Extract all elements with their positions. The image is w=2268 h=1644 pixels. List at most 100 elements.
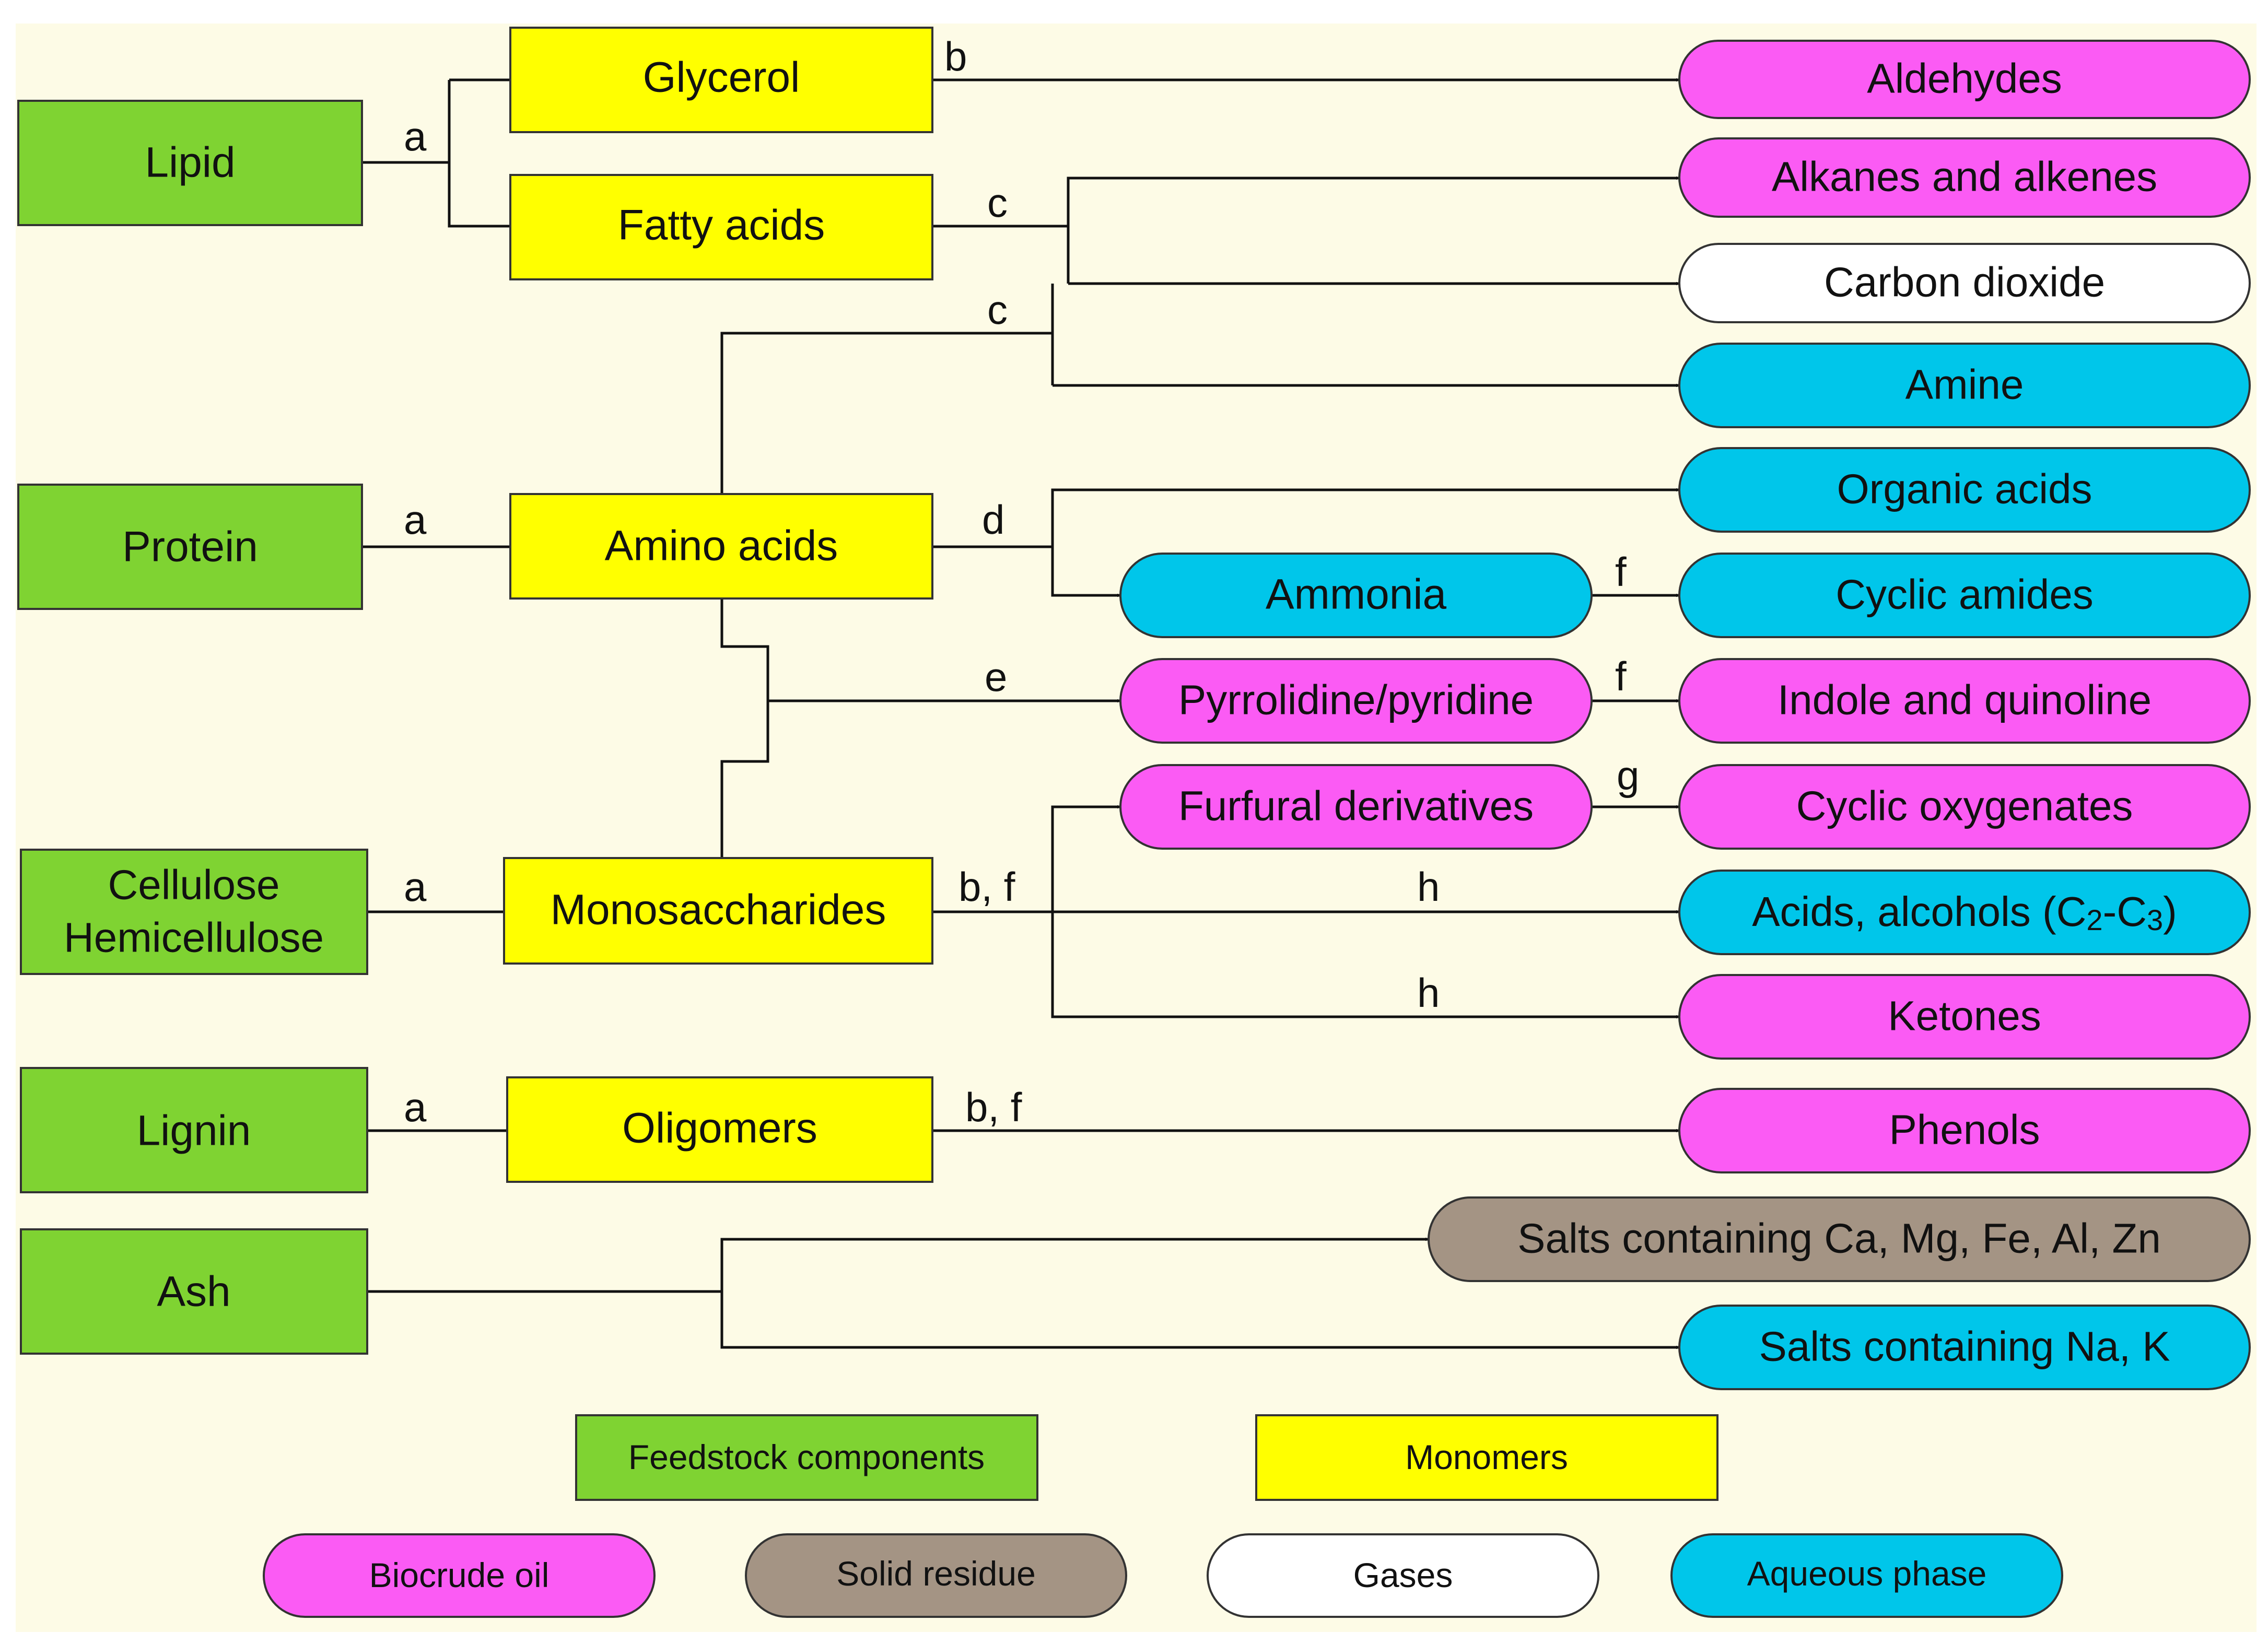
monomer-fatty-acids-label: Fatty acids [618,202,825,249]
edge-label-lipid: a [404,113,427,159]
monomer-glycerol: Glycerol [509,27,933,133]
product-acids-alcohols-label: Acids, alcohols (C2-C3) [1752,888,2177,936]
feedstock-protein: Protein [17,484,363,610]
legend-solid: Solid residue [745,1533,1127,1618]
monomer-amino-acids: Amino acids [509,493,933,600]
product-carbon-dioxide: Carbon dioxide [1678,243,2251,323]
connector-amino-up [720,332,1053,494]
intermediate-pyrrolidine-pill [1119,658,1593,744]
product-salts-ca-pill [1428,1196,2251,1282]
product-alkanes-label: Alkanes and alkenes [1772,154,2157,200]
edge-label-lignin: a [404,1084,427,1130]
legend-monomers-label: Monomers [1405,1438,1568,1476]
intermediate-furfural: Furfural derivatives [1119,764,1593,850]
legend-solid-swatch [745,1533,1127,1618]
product-cyclic-amides-label: Cyclic amides [1836,571,2093,618]
edge-label-amino-d: d [982,497,1004,543]
feedstock-cellulose-box [20,849,368,975]
feedstock-protein-label: Protein [122,523,258,571]
product-ketones: Ketones [1678,974,2251,1060]
intermediate-ammonia-pill [1119,553,1593,638]
product-organic-acids: Organic acids [1678,447,2251,533]
product-alkanes: Alkanes and alkenes [1678,137,2251,218]
feedstock-ash-label: Ash [157,1268,230,1316]
monomer-monosaccharides-label: Monosaccharides [551,886,886,934]
arrow-fatty-acids-to-alkanes [1067,178,1679,284]
arrow-lipid-to-fatty-acids [448,162,515,226]
edge-label-monosaccharides: b, f [958,864,1015,910]
intermediate-ammonia-label: Ammonia [1266,571,1447,618]
feedstock-cellulose: Cellulose Hemicellulose [20,849,368,975]
feedstock-lipid-label: Lipid [145,139,235,186]
product-salts-ca: Salts containing Ca, Mg, Fe, Al, Zn [1428,1196,2251,1282]
monomer-glycerol-label: Glycerol [643,54,800,101]
edge-label-pyrrolidine: f [1615,653,1627,699]
product-phenols-label: Phenols [1889,1107,2040,1153]
product-indole-pill [1678,658,2251,744]
product-aldehydes-label: Aldehydes [1867,55,2062,102]
feedstock-lignin: Lignin [20,1067,368,1193]
intermediate-furfural-label: Furfural derivatives [1178,783,1534,829]
arrow-amino-to-ammonia [1051,547,1120,595]
monomer-amino-acids-box [509,493,933,600]
edge-label-glycerol: b [944,33,967,79]
edge-labels: a b c c a d f e f g a b, f h h a b, f [404,33,1639,1130]
product-amine-label: Amine [1905,361,2024,408]
product-cyclic-oxygenates-pill [1678,764,2251,850]
edge-label-oligomers: b, f [965,1084,1022,1130]
product-acids-alcohols-pill [1678,870,2251,955]
edge-label-furfural: g [1617,753,1639,798]
legend-monomers-swatch [1255,1414,1718,1501]
product-amine: Amine [1678,343,2251,428]
product-aldehydes-pill [1678,40,2251,119]
product-salts-na: Salts containing Na, K [1678,1305,2251,1390]
product-phenols: Phenols [1678,1088,2251,1173]
edge-label-protein: a [404,497,427,543]
legend-aqueous: Aqueous phase [1670,1533,2063,1618]
monomer-glycerol-box [509,27,933,133]
product-aldehydes: Aldehydes [1678,40,2251,119]
feedstock-hemicellulose-label: Hemicellulose [64,914,324,961]
intermediate-pyrrolidine-label: Pyrrolidine/pyridine [1178,677,1534,723]
monomer-oligomers: Oligomers [506,1076,933,1183]
edge-label-amino-c: c [987,287,1008,333]
legend-biocrude-swatch [263,1533,656,1618]
product-alkanes-pill [1678,137,2251,218]
legend-gases: Gases [1207,1533,1599,1618]
feedstock-ash-box [20,1228,368,1355]
edge-label-mono-h1: h [1417,864,1440,910]
feedstock-lignin-label: Lignin [137,1107,251,1155]
product-cyclic-amides-pill [1678,553,2251,638]
legend-feedstock-swatch [575,1414,1038,1501]
product-indole-label: Indole and quinoline [1778,677,2152,723]
legend-aqueous-swatch [1670,1533,2063,1618]
monomer-oligomers-label: Oligomers [622,1105,817,1152]
product-phenols-pill [1678,1088,2251,1173]
legend-gases-swatch [1207,1533,1599,1618]
feedstock-cellulose-label: Cellulose [108,862,279,908]
legend-monomers: Monomers [1255,1414,1718,1501]
product-cyclic-amides: Cyclic amides [1678,553,2251,638]
edge-label-cellulose: a [404,864,427,910]
product-organic-acids-label: Organic acids [1837,466,2092,512]
intermediate-furfural-pill [1119,764,1593,850]
product-cyclic-oxygenates: Cyclic oxygenates [1678,764,2251,850]
product-salts-na-label: Salts containing Na, K [1759,1323,2170,1370]
monomer-fatty-acids-box [509,174,933,280]
arrow-mono-to-furfural [1051,807,1120,912]
feedstock-lipid-box [17,100,363,226]
feedstock-ash: Ash [20,1228,368,1355]
connectors [362,80,1679,1347]
product-salts-na-pill [1678,1305,2251,1390]
product-amine-pill [1678,343,2251,428]
feedstock-protein-box [17,484,363,610]
monomer-monosaccharides-box [503,857,933,965]
product-indole: Indole and quinoline [1678,658,2251,744]
intermediate-ammonia: Ammonia [1119,553,1593,638]
legend-feedstock-label: Feedstock components [628,1438,985,1476]
monomer-amino-acids-label: Amino acids [605,522,838,570]
monomer-monosaccharides: Monosaccharides [503,857,933,965]
edge-label-mono-h2: h [1417,970,1440,1016]
